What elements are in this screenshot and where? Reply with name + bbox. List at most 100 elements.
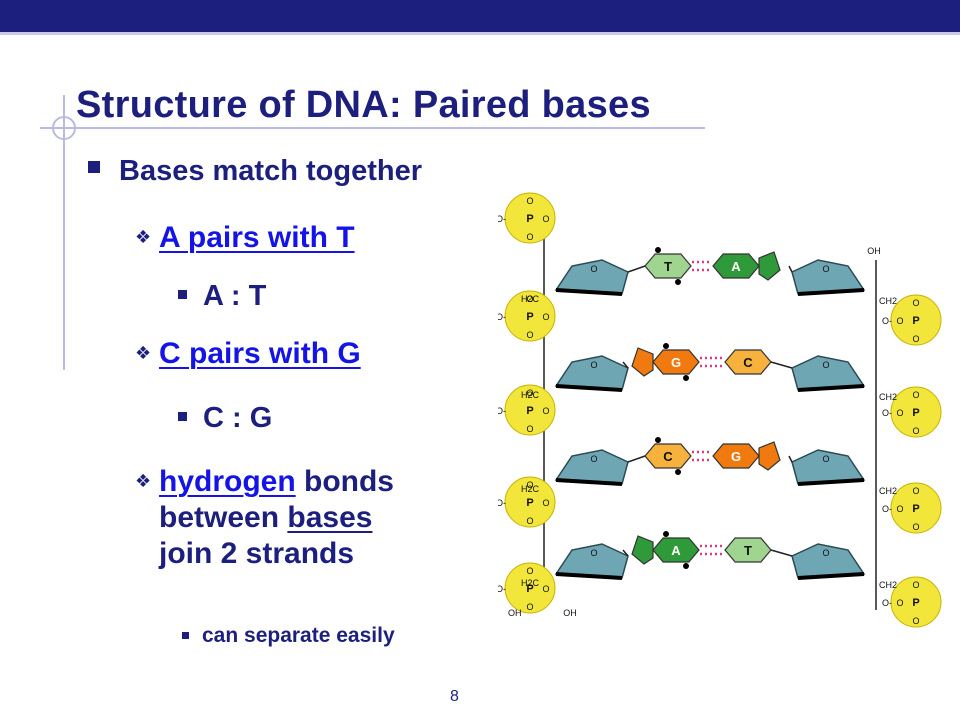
phosphate-group-icon	[504, 290, 556, 342]
phosphate-o-label: O	[896, 598, 903, 608]
phosphate-o-label: O	[526, 196, 533, 206]
base-ring-icon	[652, 349, 700, 375]
glycosidic-bond-line	[788, 455, 793, 463]
base-letter-label: A	[671, 543, 681, 558]
base-ring-icon	[644, 253, 692, 279]
phosphate-p-label: P	[912, 315, 919, 327]
hydrogen-rest: bonds	[295, 465, 394, 498]
between-text: between	[159, 501, 288, 534]
atom-dot	[683, 375, 689, 381]
phosphate-o-label: O	[526, 424, 533, 434]
phosphate-group-icon	[504, 476, 556, 528]
page-number: 8	[450, 688, 459, 705]
phosphate-o-label: O	[542, 406, 549, 416]
top-bar-underline	[0, 32, 960, 35]
base-letter-label: A	[731, 259, 741, 274]
phosphate-group-icon	[890, 386, 942, 438]
phosphate-o-label: O	[526, 602, 533, 612]
base-letter-label: G	[671, 355, 681, 370]
phosphate-o-label: O	[912, 426, 919, 436]
sugar-oh-label: OH	[563, 608, 577, 618]
phosphate-o-label: O-	[498, 312, 506, 322]
sugar-ring-edge	[797, 288, 865, 296]
phosphate-o-label: O	[526, 232, 533, 242]
glycosidic-bond-line	[788, 265, 793, 273]
atom-dot	[683, 563, 689, 569]
sugar-o-label: O	[590, 264, 597, 274]
sugar-ring-edge	[797, 384, 865, 392]
glycosidic-bond-line	[770, 549, 793, 557]
phosphate-p-label: P	[526, 311, 533, 323]
square-bullet-icon	[178, 412, 187, 421]
sugar-o-label: O	[822, 548, 829, 558]
cg-link[interactable]: C pairs with G	[159, 337, 361, 370]
atom-dot	[655, 247, 661, 253]
atom-dot	[663, 343, 669, 349]
sugar-ch2-label: CH2	[879, 296, 897, 306]
phosphate-o-label: O-	[498, 406, 506, 416]
sugar-ring-edge	[555, 572, 623, 580]
phosphate-p-label: P	[526, 583, 533, 595]
base-ring-icon	[631, 535, 654, 565]
base-letter-label: C	[663, 449, 673, 464]
phosphate-o-label: O	[912, 334, 919, 344]
dna-diagram: POOOO-POOOO-POOOO-POOOO-POOOO-POOOO-POOO…	[498, 192, 942, 628]
sub-text: can separate easily	[202, 624, 395, 647]
phosphate-p-label: P	[912, 407, 919, 419]
square-bullet-icon	[182, 632, 189, 639]
sugar-h2c-label: H2C	[521, 390, 540, 400]
phosphate-o-label: O	[542, 312, 549, 322]
sugar-ring-edge	[555, 478, 623, 486]
phosphate-o-label: O	[526, 388, 533, 398]
top-bar	[0, 0, 960, 32]
base-ring-icon	[644, 443, 692, 469]
phosphate-o-label: O	[542, 498, 549, 508]
sugar-ring-edge	[555, 384, 623, 392]
sugar-h2c-label: H2C	[521, 578, 540, 588]
sugar-ch2-label: CH2	[879, 392, 897, 402]
base-ring-icon	[652, 537, 700, 563]
diamond-bullet-icon: ❖	[135, 471, 152, 491]
phosphate-o-label: O	[896, 408, 903, 418]
at-link[interactable]: A pairs with T	[159, 221, 355, 254]
phosphate-o-label: O-	[498, 214, 506, 224]
at-pair-text: A : T	[203, 280, 267, 312]
sugar-ring-edge	[555, 288, 623, 296]
atom-dot	[663, 531, 669, 537]
phosphate-p-label: P	[912, 597, 919, 609]
phosphate-p-label: P	[526, 405, 533, 417]
phosphate-o-label: O	[912, 616, 919, 626]
hydrogen-text-block: hydrogen bonds between bases join 2 stra…	[159, 464, 394, 572]
phosphate-o-label: O-	[498, 584, 506, 594]
phosphate-group-icon	[504, 562, 556, 614]
base-letter-label: T	[744, 543, 752, 558]
phosphate-p-label: P	[912, 503, 919, 515]
phosphate-o-label: O	[896, 316, 903, 326]
phosphate-o-label: O	[542, 214, 549, 224]
sugar-ch2-label: CH2	[879, 486, 897, 496]
phosphate-o-label: O	[912, 486, 919, 496]
atom-dot	[655, 437, 661, 443]
phosphate-o-label: O	[526, 566, 533, 576]
phosphate-group-icon	[890, 482, 942, 534]
sugar-ring-edge	[797, 478, 865, 486]
sugar-h2c-label: H2C	[521, 484, 540, 494]
sugar-h2c-label: H2C	[521, 294, 540, 304]
phosphate-o-label: O	[526, 480, 533, 490]
atom-dot	[675, 469, 681, 475]
glycosidic-bond-line	[622, 361, 629, 369]
decor-horizontal-line	[40, 127, 705, 129]
sugar-o-label: O	[590, 454, 597, 464]
hydrogen-link[interactable]: hydrogen	[159, 465, 296, 498]
sugar-o-label: O	[590, 360, 597, 370]
diamond-bullet-icon: ❖	[135, 227, 152, 247]
phosphate-group-icon	[504, 192, 556, 244]
sugar-o-label: O	[822, 360, 829, 370]
phosphate-p-label: P	[526, 497, 533, 509]
phosphate-o-label: O	[526, 294, 533, 304]
phosphate-oh-label: OH	[508, 608, 522, 618]
decor-crosshair-circle	[52, 116, 76, 140]
phosphate-o-label: O-	[882, 504, 892, 514]
glycosidic-bond-line	[622, 549, 629, 557]
sugar-oh-label: OH	[867, 246, 881, 256]
